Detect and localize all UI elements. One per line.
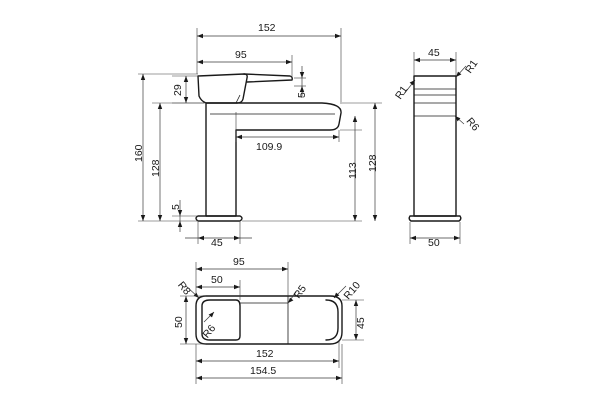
dim-side-top-width: 45 [428,47,440,59]
top-outline [195,295,343,345]
front-view [195,73,342,222]
front-handle [197,73,248,104]
top-spout-end [325,299,339,341]
top-handle [201,299,241,341]
dim-front-body-height-right: 128 [367,154,379,172]
dim-front-body-height-left: 128 [150,159,162,177]
dim-side-radius-bottom: R6 [464,116,482,134]
front-base [195,215,243,222]
dim-front-spout-height: 113 [347,162,359,179]
dim-front-handle-height: 29 [172,84,184,96]
side-base [408,215,462,222]
dim-front-spout-reach: 109.9 [256,141,282,153]
dim-top-overall-length: 154.5 [250,365,276,377]
dim-front-handle-gap: 5 [296,92,308,98]
dim-front-handle-length: 95 [235,49,247,61]
side-dimensions: 45 R1 R1 R6 50 [393,47,482,249]
side-view [408,75,462,222]
front-handle-top-surface [243,73,293,83]
dim-side-radius-top-right: R1 [463,58,481,76]
side-body [413,75,457,217]
dim-top-handle-length: 95 [233,256,245,268]
front-spout [205,102,342,217]
front-spout-join [235,94,241,104]
dim-top-handle-inner: 50 [211,274,223,286]
dim-front-base-width: 45 [211,237,223,249]
dim-front-base-height: 5 [170,204,182,210]
dim-top-depth-right: 45 [355,317,367,329]
dim-top-length: 152 [256,348,274,360]
dim-front-overall-width: 152 [258,22,276,34]
dim-top-radius-spout: R5 [292,283,310,301]
top-view [195,295,343,345]
dim-side-base-width: 50 [428,237,440,249]
dim-top-radius-handle: R8 [175,279,193,297]
front-dimensions: 152 95 5 109.9 29 160 [133,22,382,249]
dim-side-radius-top-left: R1 [393,84,411,102]
dim-top-radius-end: R10 [341,279,363,302]
dim-top-depth-left: 50 [173,316,185,328]
dim-front-total-height: 160 [133,144,145,162]
